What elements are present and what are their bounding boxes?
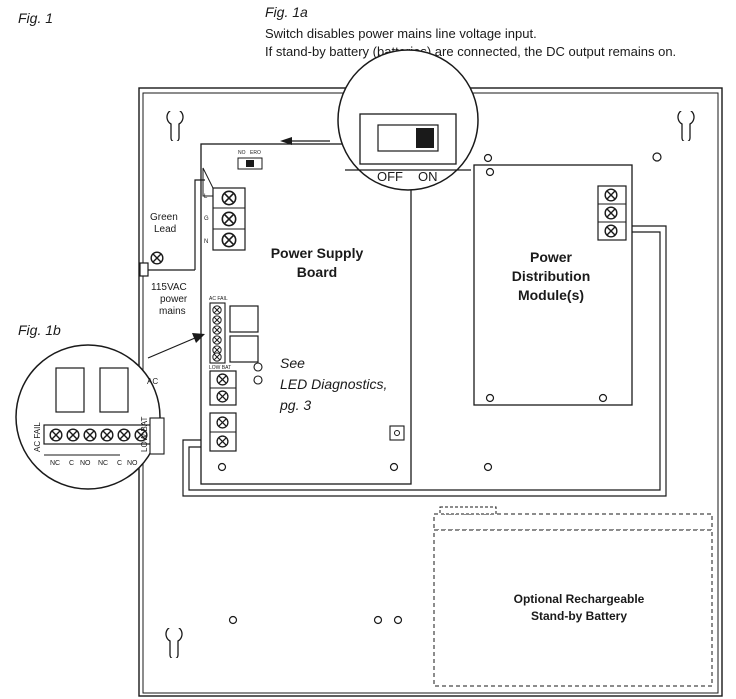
- fig1b-callout-arrow: [147, 337, 196, 359]
- battery-label-1: Optional Rechargeable: [514, 592, 645, 606]
- fig1b-no-2: NO: [127, 460, 138, 467]
- led-note-3: pg. 3: [279, 397, 311, 413]
- fig1a-off-label: OFF: [377, 169, 403, 184]
- green-lead-label-2: Lead: [154, 224, 176, 235]
- mains-label-3: mains: [159, 306, 186, 317]
- pdm-mount-holes: [483, 153, 608, 472]
- fig1b-nc-1: NC: [50, 460, 60, 467]
- fig1b-label: Fig. 1b: [18, 322, 61, 338]
- mains-label-2: power: [160, 294, 188, 305]
- wire-harness-inner: [188, 231, 661, 491]
- battery-label-2: Stand-by Battery: [531, 609, 627, 623]
- fig1b-nc-2: NC: [98, 460, 108, 467]
- fig1a-magnifier: [337, 49, 479, 191]
- fig1b-no-1: NO: [80, 460, 91, 467]
- psb-low-bat-label: LOW BAT: [209, 365, 231, 371]
- pdm-title-1: Power: [530, 249, 573, 265]
- psb-switch-no: NO: [238, 150, 246, 156]
- led-indicator-1: [253, 362, 263, 372]
- led-note-2: LED Diagnostics,: [280, 376, 387, 392]
- fig1b-ac-label: AC: [147, 377, 158, 386]
- pdm-title-2: Distribution: [512, 268, 591, 284]
- relay-upper: [229, 305, 259, 333]
- psb-title-1: Power Supply: [271, 245, 364, 261]
- fig1b-ac-fail-label: AC FAIL: [33, 422, 42, 452]
- green-lead-label-1: Green: [150, 212, 178, 223]
- mains-tb-n: N: [204, 239, 208, 245]
- led-note-1: See: [280, 355, 305, 371]
- fig1-label: Fig. 1: [18, 10, 54, 26]
- mains-label-1: 115VAC: [151, 282, 187, 293]
- psb-switch-ero: ERO: [250, 150, 261, 156]
- fig1a-label: Fig. 1a: [265, 4, 308, 20]
- mains-tb-l: L: [204, 194, 208, 200]
- standby-battery: [433, 506, 713, 687]
- mains-tb-g: G: [204, 216, 209, 222]
- fig1b-c-2: C: [117, 460, 122, 467]
- pdm-title-3: Module(s): [518, 287, 584, 303]
- led-indicator-2: [253, 375, 263, 385]
- psb-fuse-component: [389, 425, 405, 441]
- psb-ac-fail-label: AC FAIL: [209, 296, 228, 302]
- relay-lower: [229, 335, 259, 363]
- fig1a-caption-line2: If stand-by battery (batteries) are conn…: [265, 44, 677, 59]
- fig1a-switch-knob: [416, 128, 434, 148]
- psb-title-2: Board: [297, 264, 337, 280]
- fig1a-on-label: ON: [418, 169, 438, 184]
- mains-switch-small-knob: [246, 160, 254, 167]
- fig1b-low-bat-label: LOW BAT: [140, 416, 149, 452]
- fig1b-c-1: C: [69, 460, 74, 467]
- wire-harness: [182, 225, 667, 497]
- fig1a-caption-line1: Switch disables power mains line voltage…: [265, 26, 537, 41]
- fig1b-magnifier: [15, 333, 205, 490]
- green-lead-ground-screw: [150, 251, 164, 265]
